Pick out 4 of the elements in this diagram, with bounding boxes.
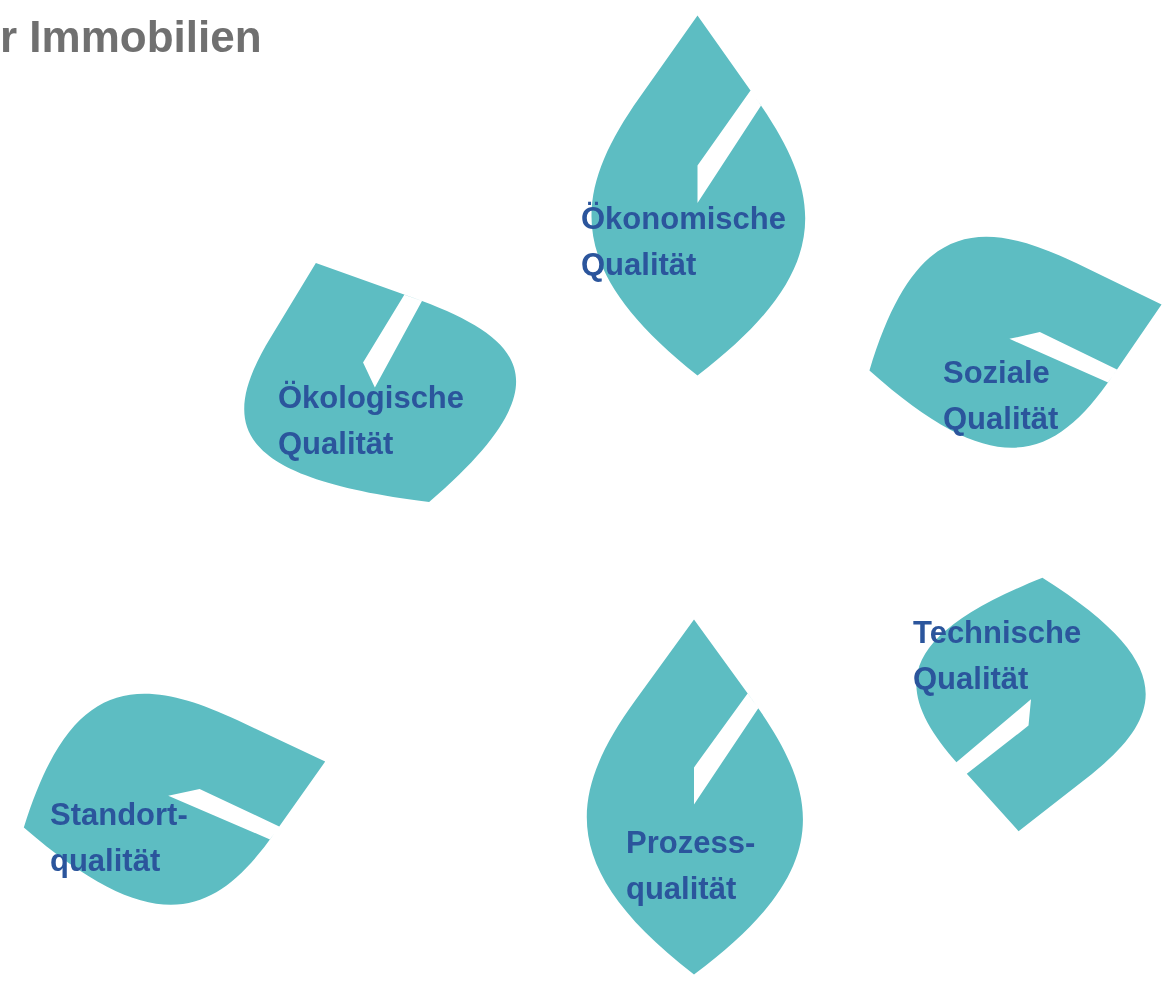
leaf-label: Prozess- qualität — [626, 824, 757, 908]
title: r Immobilien — [0, 12, 262, 62]
leaf-label: Soziale Qualität — [943, 354, 1060, 438]
leaf-label: Ökologische Qualität — [278, 379, 466, 463]
